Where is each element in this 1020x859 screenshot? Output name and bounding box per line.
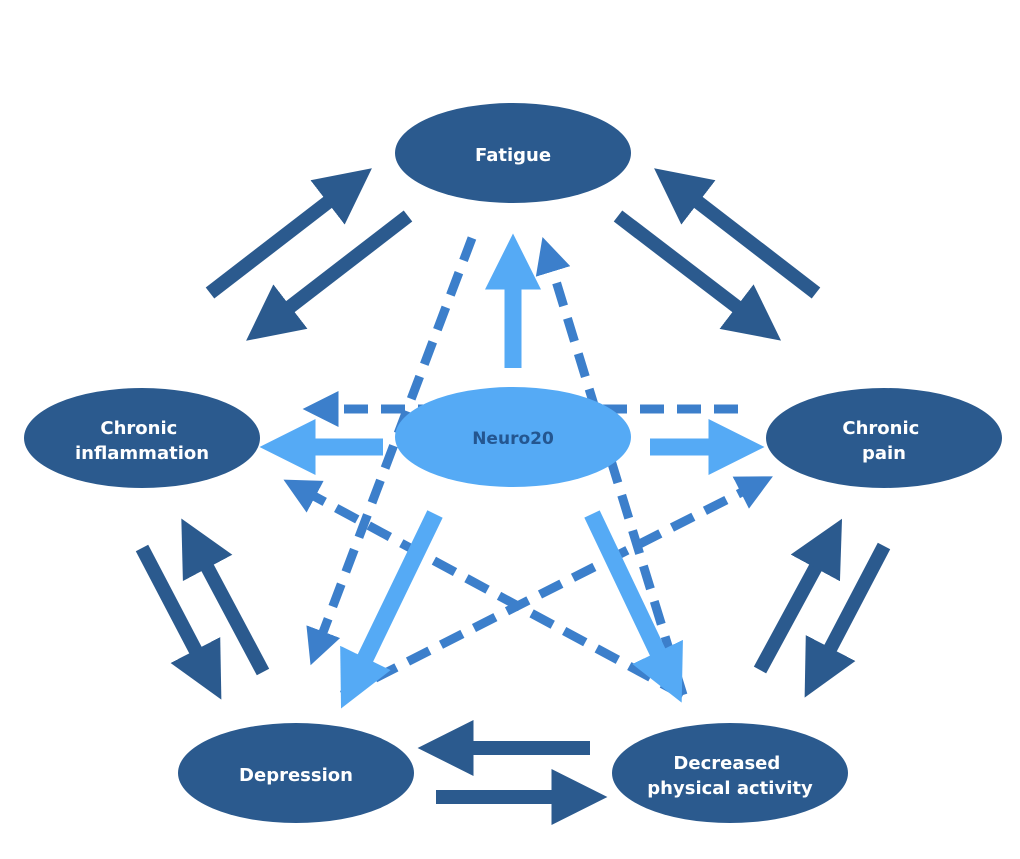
node-chronic-pain: Chronic pain [766, 388, 1002, 488]
svg-text:Decreased physical activ: Decreased physical activity [647, 753, 813, 799]
node-decreased-activity-label-2: physical activity [647, 778, 813, 799]
node-chronic-inflammation-shape [24, 388, 260, 488]
node-chronic-inflammation: Chronic inflammation [24, 388, 260, 488]
node-chronic-pain-label-2: pain [862, 443, 906, 464]
svg-text:Neuro20: Neuro20 [472, 429, 554, 449]
svg-text:Chronic pain: Chronic pain [842, 418, 925, 464]
arrow-pain-to-activity [804, 542, 891, 698]
arrow-inflammation-to-depression [135, 544, 222, 700]
arrow-inflammation-to-fatigue [205, 168, 372, 299]
node-neuro20-label: Neuro20 [472, 429, 554, 449]
node-chronic-pain-label-1: Chronic [842, 418, 919, 439]
node-chronic-pain-shape [766, 388, 1002, 488]
node-depression-label-1: Depression [239, 765, 353, 786]
node-chronic-inflammation-label-2: inflammation [75, 443, 209, 464]
node-fatigue-label-1: Fatigue [475, 145, 551, 166]
dashed-arrow-activity-to-inflammation [283, 479, 686, 699]
dashed-arrow-depression-to-pain [339, 476, 773, 700]
svg-text:Chronic inflammation: Chronic inflammation [75, 418, 209, 464]
light-arrows [259, 233, 765, 709]
node-decreased-activity-label-1: Decreased [673, 753, 780, 774]
node-fatigue: Fatigue [395, 103, 631, 203]
node-chronic-inflammation-label-1: Chronic [100, 418, 177, 439]
svg-text:Fatigue: Fatigue [475, 145, 551, 166]
arrow-neuro20-to-depression [340, 510, 443, 709]
node-decreased-physical-activity: Decreased physical activity [612, 723, 848, 823]
arrow-fatigue-to-inflammation [246, 210, 413, 341]
arrow-pain-to-fatigue [654, 168, 821, 299]
dark-arrows [135, 168, 891, 825]
node-fatigue-shape [395, 103, 631, 203]
dashed-arrow-fatigue-to-depression [306, 236, 477, 666]
node-depression: Depression [178, 723, 414, 823]
arrow-neuro20-to-activity [584, 510, 683, 703]
arrow-depression-to-inflammation [181, 518, 270, 676]
node-decreased-activity-shape [612, 723, 848, 823]
arrow-activity-to-pain [753, 518, 843, 674]
node-neuro20-shape [395, 387, 631, 487]
arrow-fatigue-to-pain [613, 210, 782, 341]
dashed-arrow-activity-to-fatigue [535, 237, 688, 697]
node-depression-shape [178, 723, 414, 823]
svg-text:Depression: Depression [239, 765, 353, 786]
node-neuro20: Neuro20 [395, 387, 631, 487]
